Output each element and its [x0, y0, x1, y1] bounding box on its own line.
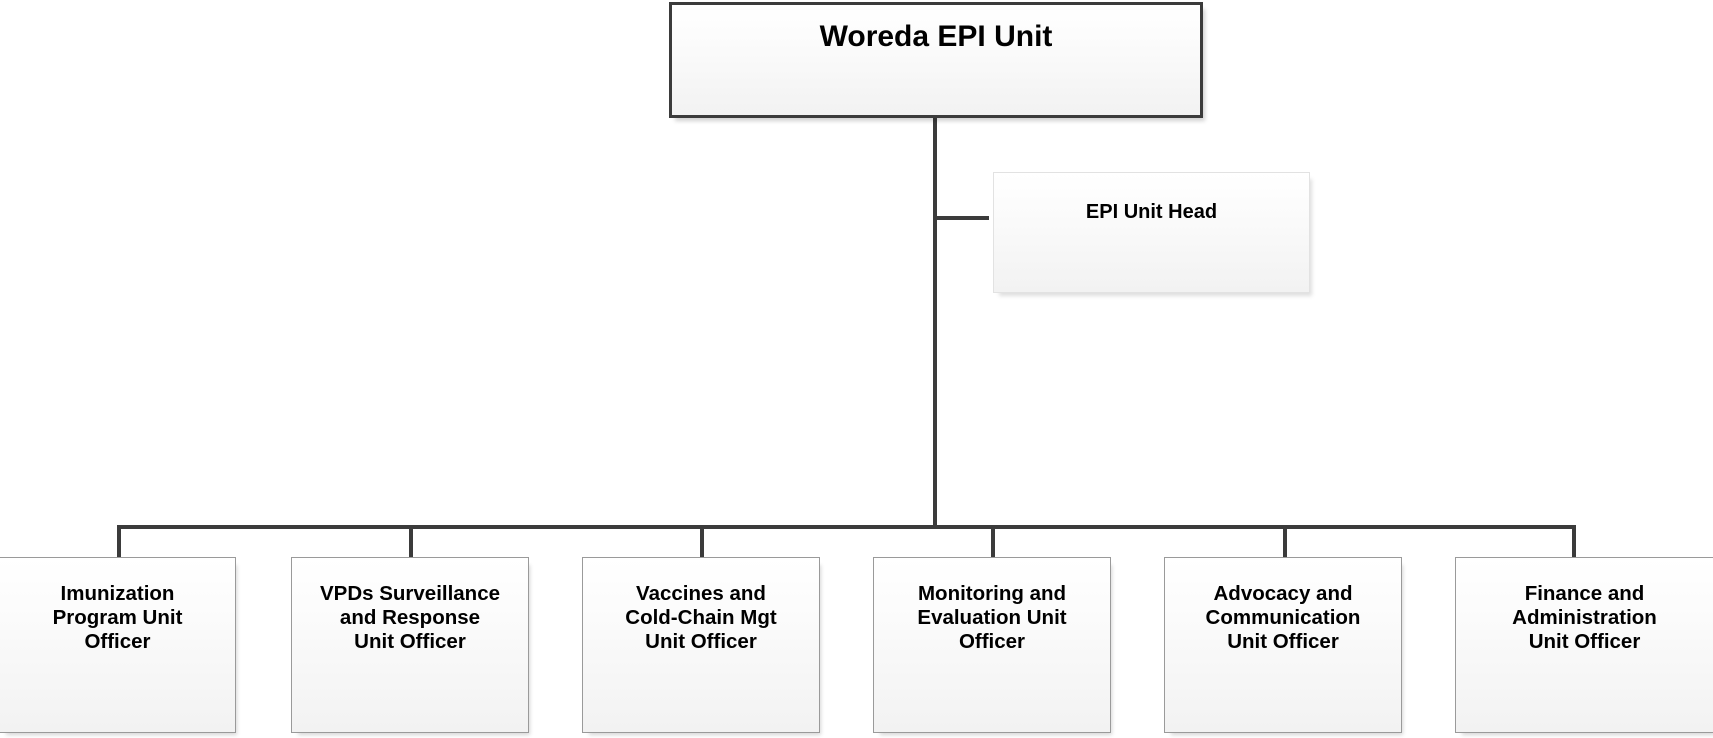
- node-root-woreda-epi-unit[interactable]: Woreda EPI Unit: [669, 2, 1203, 118]
- connector-drop-5: [1283, 525, 1287, 558]
- connector-root-trunk: [933, 118, 937, 529]
- node-unit-officer-immunization[interactable]: Imunization Program Unit Officer: [0, 557, 236, 733]
- node-unit-officer-label: Monitoring and Evaluation Unit Officer: [917, 582, 1067, 654]
- node-epi-unit-head[interactable]: EPI Unit Head: [993, 172, 1310, 293]
- node-unit-officer-finance-administration[interactable]: Finance and Administration Unit Officer: [1455, 557, 1713, 733]
- node-unit-officer-monitoring-evaluation[interactable]: Monitoring and Evaluation Unit Officer: [873, 557, 1111, 733]
- node-unit-officer-label: Advocacy and Communication Unit Officer: [1205, 582, 1361, 654]
- node-unit-officer-label: Finance and Administration Unit Officer: [1512, 582, 1657, 654]
- node-unit-officer-advocacy-communication[interactable]: Advocacy and Communication Unit Officer: [1164, 557, 1402, 733]
- node-unit-officer-label: VPDs Surveillance and Response Unit Offi…: [319, 582, 501, 654]
- node-unit-officer-label: Imunization Program Unit Officer: [52, 582, 183, 654]
- connector-drop-6: [1572, 525, 1576, 558]
- node-unit-officer-vpds-surveillance[interactable]: VPDs Surveillance and Response Unit Offi…: [291, 557, 529, 733]
- node-root-label: Woreda EPI Unit: [819, 20, 1053, 53]
- connector-staff-stub: [933, 216, 989, 220]
- connector-horizontal-bus: [117, 525, 1576, 529]
- connector-drop-2: [409, 525, 413, 558]
- node-unit-officer-label: Vaccines and Cold-Chain Mgt Unit Officer: [625, 582, 777, 654]
- node-epi-unit-head-label: EPI Unit Head: [1085, 201, 1218, 223]
- connector-drop-1: [117, 525, 121, 558]
- node-unit-officer-vaccines-cold-chain[interactable]: Vaccines and Cold-Chain Mgt Unit Officer: [582, 557, 820, 733]
- connector-drop-4: [991, 525, 995, 558]
- connector-drop-3: [700, 525, 704, 558]
